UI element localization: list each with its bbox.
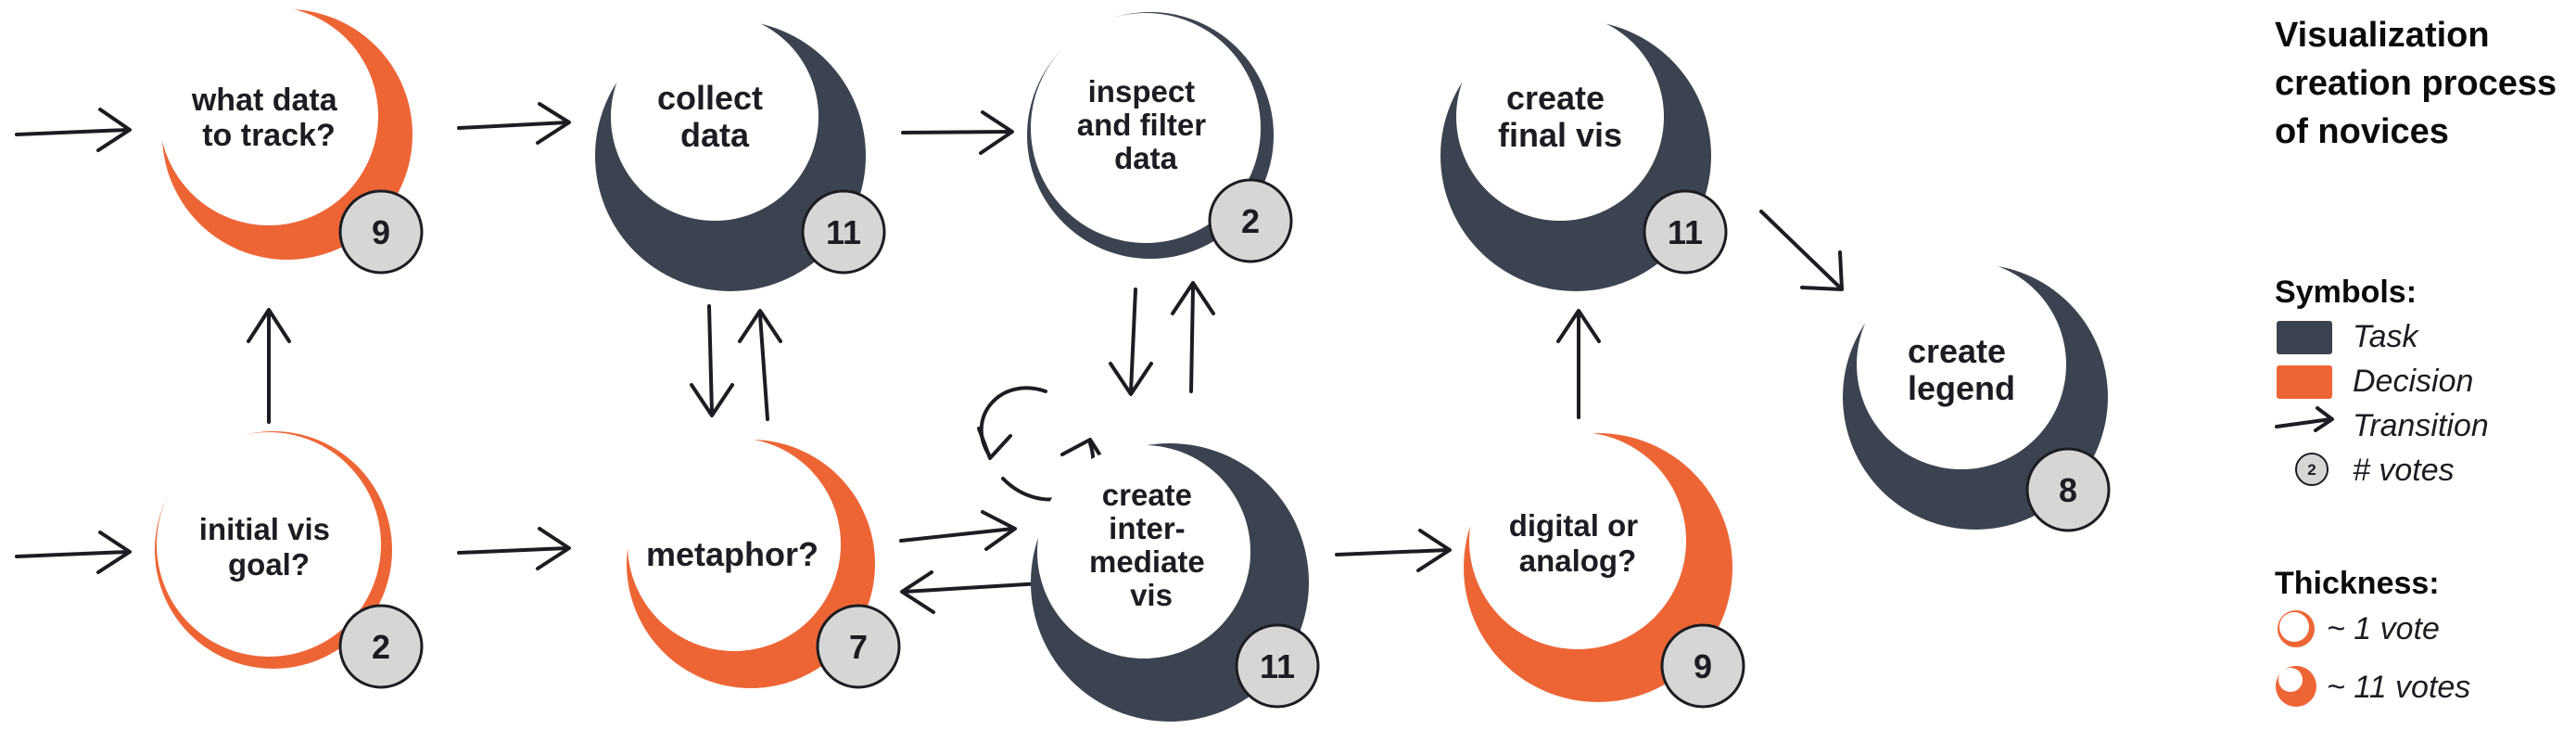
vote-badge — [1208, 178, 1293, 263]
node-label: what data to track? — [191, 83, 346, 153]
thin-ring-label: ~ 1 vote — [2327, 611, 2440, 646]
vote-count: 2 — [372, 628, 390, 666]
node-label: metaphor? — [646, 535, 818, 573]
transition-arrow — [1335, 548, 1450, 556]
transition-legend-arrow — [2275, 417, 2332, 428]
symbols-heading: Symbols: — [2275, 275, 2417, 310]
transition-arrow — [15, 128, 130, 136]
transition-arrow — [15, 550, 130, 558]
vote-count: 7 — [849, 628, 868, 666]
transition-arrow — [457, 546, 569, 555]
legend: Visualization creation process of novice… — [2275, 16, 2567, 707]
transition-arrow-head — [96, 108, 132, 152]
transition-arrow — [457, 121, 569, 130]
node-legend-task: create legend 8 — [1843, 260, 2111, 532]
node-intermediate: create inter- mediate vis 11 — [1031, 443, 1320, 722]
transitions — [15, 102, 1844, 614]
transition-arrow-head — [981, 510, 1017, 551]
node-what-data: what data to track? 9 — [159, 6, 424, 275]
vote-count: 11 — [1668, 213, 1703, 251]
transition-arrow-head — [1171, 281, 1215, 315]
node-label: create legend — [1908, 332, 2015, 407]
thick-ring-label: ~ 11 votes — [2327, 670, 2470, 705]
transition-arrow-head — [1800, 250, 1844, 291]
node-center — [1857, 260, 2066, 469]
node-label: initial vis goal? — [199, 512, 338, 582]
vote-badge — [1660, 623, 1745, 709]
vote-count: 9 — [372, 213, 390, 251]
self-loop-arrow — [979, 386, 1047, 458]
self-loop-arrow-head — [977, 427, 1012, 460]
node-label: inspect and filter data — [1077, 74, 1215, 175]
node-metaphor: metaphor? 7 — [627, 438, 901, 689]
node-initial-goal: initial vis goal? 2 — [155, 431, 424, 689]
transition-arrow-head — [96, 531, 132, 574]
node-final-vis: create final vis 11 — [1440, 13, 1728, 291]
node-label: collect data — [657, 79, 772, 154]
thickness-heading: Thickness: — [2275, 566, 2440, 601]
legend-title: Visualization creation process of novice… — [2275, 16, 2567, 151]
node-center — [159, 6, 378, 225]
transition-arrow-head — [536, 527, 571, 570]
node-label: create inter- mediate vis — [1089, 478, 1213, 612]
transition-arrow-head — [536, 102, 571, 145]
task-legend-label: Task — [2353, 319, 2420, 354]
transition-arrow — [1129, 288, 1137, 393]
node-digital: digital or analog? 9 — [1464, 432, 1745, 709]
vote-count: 9 — [1694, 647, 1712, 685]
thick-ring-center — [2278, 668, 2303, 692]
transition-legend-label: Transition — [2353, 408, 2489, 443]
vote-badge — [2025, 447, 2111, 532]
vote-badge — [338, 604, 424, 689]
vote-badge — [1235, 623, 1320, 709]
transition-arrow — [707, 304, 714, 415]
transition-arrow-head — [900, 570, 935, 614]
node-center — [157, 432, 381, 657]
node-center — [628, 438, 841, 651]
votes-legend-badge — [2295, 453, 2329, 486]
node-inspect: inspect and filter data 2 — [1027, 12, 1293, 263]
node-center — [1037, 445, 1250, 659]
transition-arrow-head — [690, 383, 734, 417]
transition-arrow — [758, 313, 769, 421]
transition-arrow — [899, 527, 1015, 543]
transition-arrow-head — [1416, 529, 1452, 572]
transition-arrow — [1759, 210, 1842, 289]
votes-legend-badge-number: 2 — [2307, 461, 2316, 479]
transition-arrow-head — [738, 309, 782, 343]
vote-badge — [816, 604, 901, 689]
transition-arrow-head — [1109, 362, 1153, 396]
node-collect-data: collect data 11 — [595, 13, 886, 291]
decision-swatch — [2277, 365, 2332, 399]
vote-badge — [338, 189, 424, 275]
vote-count: 8 — [2059, 471, 2077, 509]
task-swatch — [2277, 321, 2332, 354]
transition-arrow-head — [1556, 309, 1601, 343]
transition-legend-arrow-head — [2314, 406, 2334, 432]
votes-legend-label: # votes — [2353, 453, 2455, 488]
vote-badge — [801, 189, 886, 275]
vote-count: 11 — [1260, 647, 1295, 685]
vote-count: 2 — [1241, 202, 1260, 240]
node-center — [1031, 13, 1261, 243]
vote-badge — [1643, 189, 1728, 275]
vote-count: 11 — [826, 213, 861, 251]
node-label: create final vis — [1498, 79, 1622, 154]
node-center — [611, 13, 818, 221]
transition-arrow — [1189, 286, 1195, 393]
transition-arrow-head — [979, 110, 1014, 155]
node-label: digital or analog? — [1509, 508, 1647, 578]
decision-legend-label: Decision — [2353, 364, 2473, 399]
transition-arrow — [901, 130, 1012, 134]
node-center — [1456, 13, 1664, 221]
thin-ring-center — [2279, 612, 2309, 642]
node-center — [1469, 432, 1686, 649]
transition-arrow-head — [247, 308, 291, 343]
